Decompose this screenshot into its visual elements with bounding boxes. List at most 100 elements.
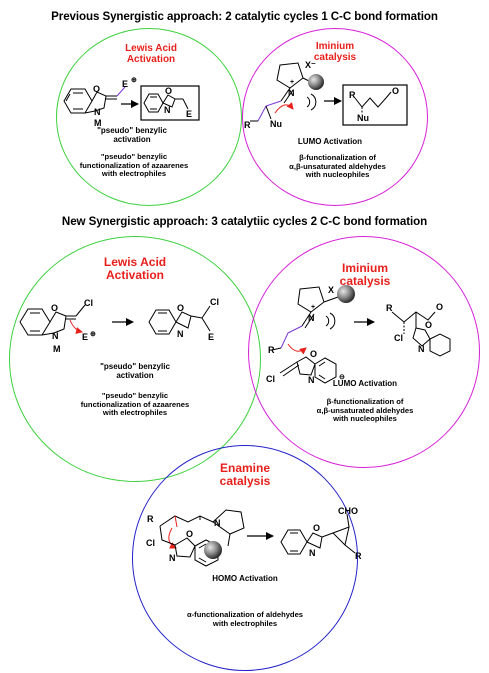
p3-atom-E: E [82,332,88,342]
p4-product-atom-N: N [418,344,425,354]
p5-atom-Cl: Cl [146,538,155,548]
panel1-desc-line2: functionalization of azaarenes [79,160,189,170]
p3-product-atom-Cl: Cl [210,297,219,307]
p4-atom-O: O [310,349,317,359]
panel1-title-line1: Lewis Acid [125,43,177,54]
panel5-desc-line1: α-functionalization of aldehydes [186,610,304,619]
panel2-sublabel: LUMO Activation [297,137,363,146]
p5-product-CHO: CHO [338,506,358,516]
p1-charge-plus: ⊕ [131,77,137,84]
p5-atom-N: N [214,518,221,528]
p3-charge-plus: ⊕ [90,331,96,338]
p5-enamine-catalyst [159,509,245,567]
p1-atom-O: O [93,84,100,94]
panel4-title: Iminium catalysis [310,262,420,287]
p5-catalyst-ball [204,541,222,559]
p3-product-atom-E: E [208,332,214,342]
panel2-desc-line2: α,β-unsaturated aldehydes [289,161,386,171]
p2-atom-N: N [288,88,295,98]
panel1-title-line2: Activation [126,53,176,65]
p3-atom-M: M [53,344,61,354]
panel1-sublabel-line1: "pseudo" benzylic [97,126,167,135]
panel1-title: Lewis Acid Activation [96,43,206,65]
p4-charge-minus: ⊖ [339,374,345,381]
heading-new-approach: New Synergistic approach: 3 catalytiic c… [61,215,428,228]
panel3-sublabel-line2: activation [116,370,154,380]
circle-enamine-new [132,445,358,671]
panel3-sublabel-line1: "pseudo" benzylic [100,362,170,371]
panel4-sublabel: LUMO Activation [332,379,398,388]
p4-product [391,311,451,357]
p3-product [148,305,211,335]
panel2-title-line1: Iminium [315,41,355,52]
p3-atom-O: O [51,303,58,313]
panel3-sublabel: "pseudo" benzylic activation [73,362,197,381]
p5-product-atom-N: N [309,548,316,558]
panel2-title: Iminium catalysis [285,41,385,63]
panel1-desc-line3: with electrophiles [101,169,167,179]
p2-catalyst-ball [308,74,324,90]
p4-atom-N2: N [308,375,315,385]
p5-atom-O: O [186,529,193,539]
p4-product-atom-Cl: Cl [394,333,403,343]
atom-labels: O N M E ⊕ O N E N + X⁻ R Nu R O Nu O N M… [51,60,443,563]
heading-previous-approach: Previous Synergistic approach: 2 catalyt… [51,10,438,23]
panel2-title-line2: catalysis [313,51,357,63]
panel2-desc-line1: β-functionalization of [299,153,376,162]
p4-atom-N: N [308,313,315,323]
p4-product-atom-R: R [386,303,393,313]
p1-product-box [140,85,200,121]
p2-atom-Nu: Nu [270,119,282,129]
p4-atom-X: X [328,285,334,295]
panel5-title-line1: Enamine [219,461,270,475]
p2-iminium-catalyst [250,62,317,122]
p2-product-box [342,84,408,126]
p2-atom-R: R [244,120,251,130]
panel5-description: α-functionalization of aldehydes with el… [180,610,310,628]
panel4-desc-line2: α,β-unsaturated aldehydes [316,405,414,415]
circle-lewis-acid-previous [56,28,242,206]
p5-atom-R: R [147,514,154,524]
p5-product-atom-R: R [355,551,362,561]
panel3-title: Lewis Acid Activation [70,256,200,281]
p2-charge-plus: + [290,79,294,86]
p3-atom-Cl: Cl [84,298,93,308]
circle-iminium-previous [242,28,428,206]
p4-charge-plus: + [311,304,315,311]
p1-product-atom-O: O [165,86,172,96]
p2-product-atom-R: R [349,90,356,100]
p2-product-atom-Nu: Nu [357,113,369,123]
p1-product-atom-E: E [186,109,192,119]
panel3-desc-line2: functionalization of azaarenes [80,399,190,409]
panel1-description: "pseudo" benzylic functionalization of a… [64,152,204,179]
p5-atom-N2: N [169,553,176,563]
p1-atom-E: E [122,79,128,89]
p1-atom-N: N [94,107,101,117]
p5-cyclopropane-product [280,513,356,555]
panel1-sublabel: "pseudo" benzylic activation [72,126,192,145]
panel5-sublabel: HOMO Activation [212,574,278,583]
panel4-title-line1: Iminium [341,261,388,275]
p1-product-atom-N: N [164,105,171,115]
p3-product-atom-N: N [177,329,184,339]
panel3-title-line2: Activation [105,267,164,282]
panel3-desc-line1: "pseudo" benzylic [101,391,169,400]
panel4-desc-line1: β-functionalization of [326,397,404,406]
panel5-title: Enamine catalysis [190,462,300,487]
p4-iminium-catalyst [271,286,339,384]
panel1-sublabel-line2: activation [113,134,151,144]
p3-reactant [19,304,86,336]
p2-atom-Xminus: X⁻ [305,60,316,70]
p4-product-atom-O: O [436,302,443,312]
panel3-description: "pseudo" benzylic functionalization of a… [60,391,210,418]
p4-atom-Cl: Cl [266,374,275,384]
p3-atom-N: N [52,331,59,341]
p4-catalyst-ball [337,285,355,303]
p3-product-atom-O: O [177,303,184,313]
panel3-desc-line3: with electrophiles [102,408,168,418]
panel2-desc-line3: with nucleophiles [305,170,370,180]
panel4-title-line2: catalysis [339,273,391,288]
p4-atom-R: R [268,345,275,355]
panel5-title-line2: catalysis [219,473,271,488]
